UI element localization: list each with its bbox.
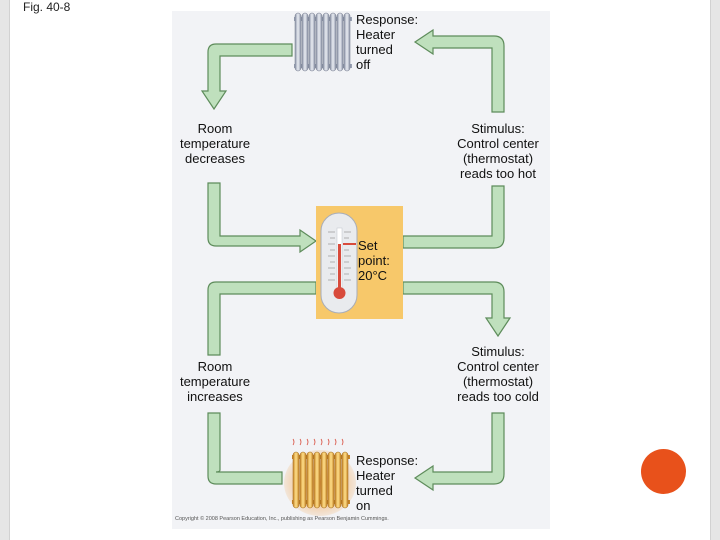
radiator-off-icon: [294, 12, 352, 72]
label-stimulus-too-hot: Stimulus: Control center (thermostat) re…: [457, 121, 539, 181]
arrow-mid-lower-left: [207, 281, 317, 356]
thermometer-icon: [320, 212, 358, 314]
label-room-temperature-increases: Room temperature increases: [179, 359, 251, 404]
label-room-temperature-decreases: Room temperature decreases: [179, 121, 251, 166]
arrow-top-left: [200, 43, 293, 111]
arrow-bottom-left: [207, 412, 283, 485]
slide-frame-right: [710, 0, 720, 540]
arrow-mid-lower-right: [402, 281, 512, 338]
label-response-heater-off: Response: Heater turned off: [356, 12, 419, 72]
figure-label: Fig. 40-8: [23, 0, 71, 14]
slide-frame-left: [0, 0, 10, 540]
arrow-mid-upper-left: [207, 182, 318, 254]
arrow-mid-upper-right: [402, 185, 505, 249]
radiator-on-icon: [284, 438, 356, 516]
decorative-circle: [641, 449, 686, 494]
arrow-top-right: [413, 28, 505, 113]
copyright-notice: Copyright © 2008 Pearson Education, Inc.…: [175, 516, 389, 522]
label-response-heater-on: Response: Heater turned on: [356, 453, 419, 513]
arrow-bottom-right: [413, 412, 505, 492]
label-stimulus-too-cold: Stimulus: Control center (thermostat) re…: [457, 344, 539, 404]
label-set-point: Set point: 20°C: [358, 238, 390, 283]
